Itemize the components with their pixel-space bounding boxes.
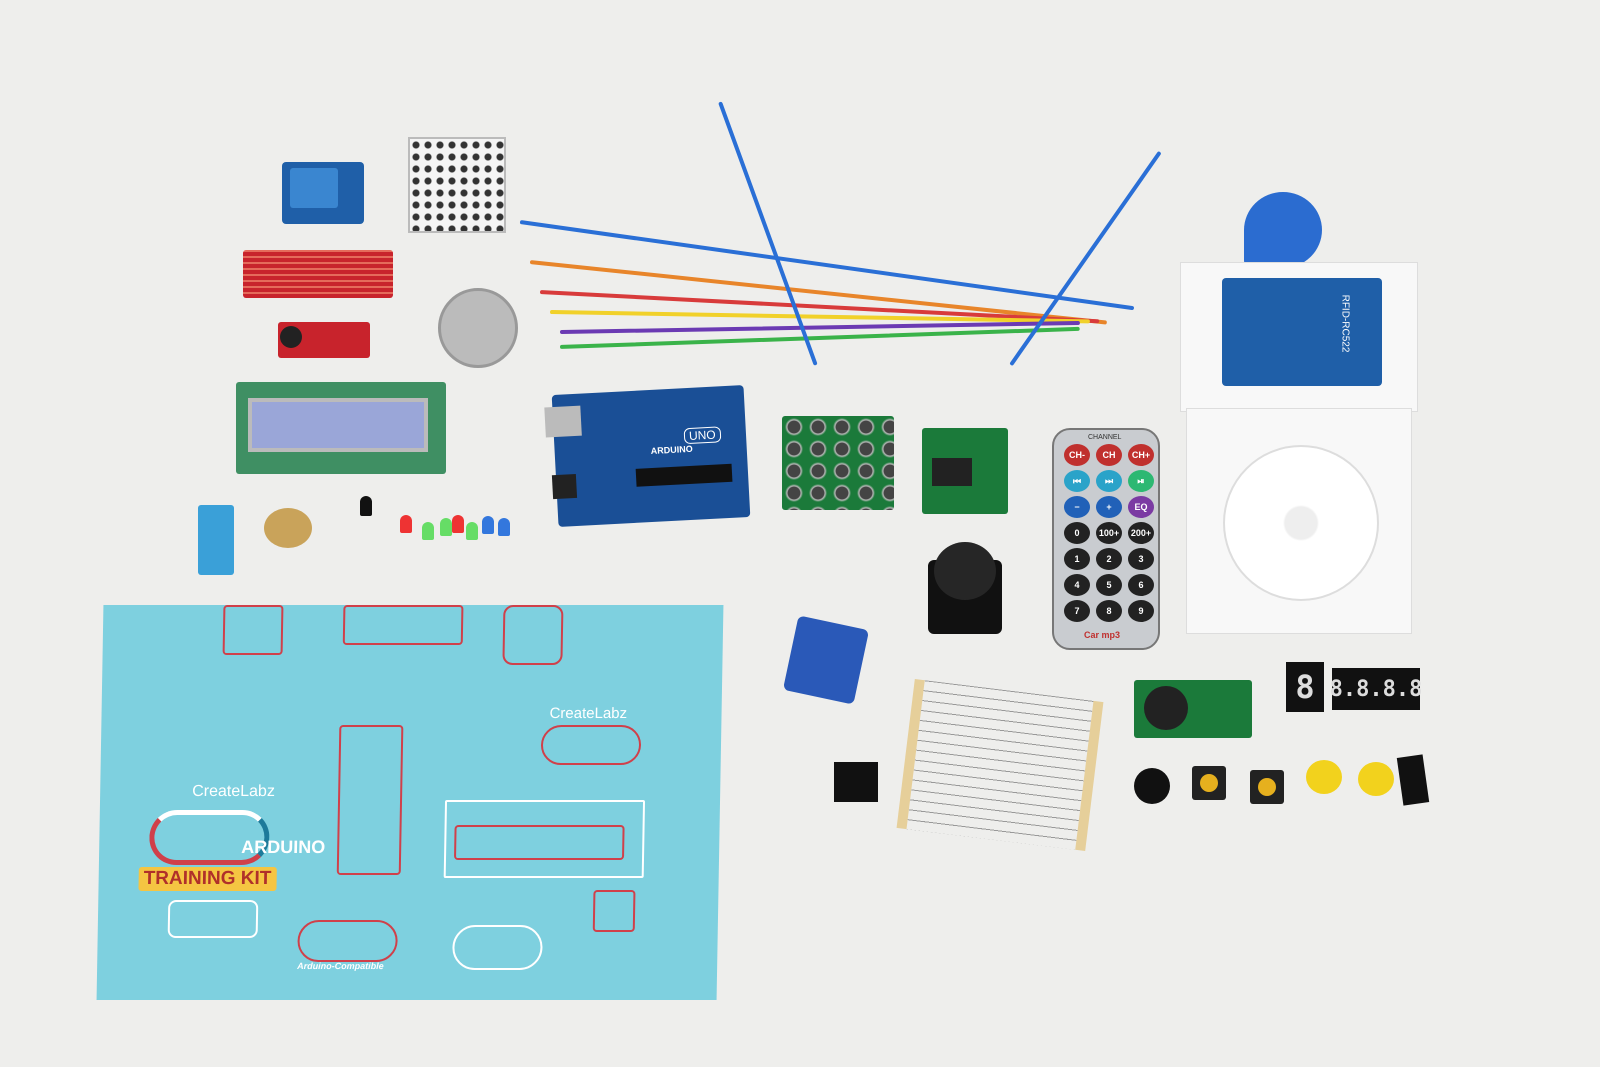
remote-button[interactable]: 6 [1128,574,1154,596]
remote-button[interactable]: CH+ [1128,444,1154,466]
remote-button[interactable]: 1 [1064,548,1090,570]
ir-remote: CHANNEL Car mp3 CH- CH CH+ ⏮ ⏭ ⏯ −+ EQ 0 100+ 200+… [1052,428,1160,650]
ir-receiver [360,496,372,516]
potentiometer [264,508,312,548]
remote-button[interactable]: 100+ [1096,522,1122,544]
remote-button[interactable]: 200+ [1128,522,1154,544]
relay-module [282,162,364,224]
remote-button[interactable]: CH- [1064,444,1090,466]
remote-button[interactable]: + [1096,496,1122,518]
rfid-label: RFID-RC522 [1339,294,1351,353]
rfid-module: RFID-RC522 [1222,278,1382,386]
remote-button[interactable]: ⏭ [1096,470,1122,492]
card-logo-text: ARDUINO [241,837,326,857]
push-button [1250,770,1284,804]
remote-button[interactable]: 5 [1096,574,1122,596]
led-matrix [408,137,506,233]
board-brand: ARDUINO [650,443,693,456]
rtc-module [1134,680,1252,738]
rfid-keyfob [1244,192,1322,268]
joystick-module [928,542,1002,634]
cd-sleeve [1186,408,1412,634]
buzzer [1134,768,1170,804]
seven-segment-single: 8 [1286,662,1324,712]
board-model: UNO [683,426,722,445]
lcd-module [236,382,446,474]
dht-sensor [198,505,234,575]
remote-button[interactable]: 7 [1064,600,1090,622]
remote-button[interactable]: 8 [1096,600,1122,622]
remote-button[interactable]: 3 [1128,548,1154,570]
remote-button[interactable]: EQ [1128,496,1154,518]
rgb-led-module [834,762,878,802]
remote-button[interactable]: 2 [1096,548,1122,570]
remote-button[interactable]: 0 [1064,522,1090,544]
remote-button[interactable]: 4 [1064,574,1090,596]
remote-button[interactable]: ⏯ [1128,470,1154,492]
arduino-uno-board: UNO ARDUINO [544,385,751,527]
card-footer: Arduino-Compatible [297,961,384,971]
water-sensor [243,250,393,298]
push-button [1192,766,1226,800]
ic-chip [1396,754,1430,806]
remote-header: CHANNEL [1088,434,1122,441]
stepper-motor [438,288,518,368]
card-brand-small: CreateLabz [549,705,628,722]
remote-button[interactable]: 9 [1128,600,1154,622]
seven-segment-quad: 8.8.8.8 [1330,668,1422,710]
button-cap [1306,760,1342,794]
remote-button[interactable]: ⏮ [1064,470,1090,492]
remote-brand: Car mp3 [1084,630,1121,640]
button-cap [1358,762,1394,796]
remote-button[interactable]: − [1064,496,1090,518]
training-kit-card: CreateLabz CreateLabz ARDUINO TRAINING K… [96,605,724,1000]
stepper-driver [922,428,1008,514]
card-kit-label: TRAINING KIT [138,867,277,891]
sound-sensor [278,322,370,358]
servo-motor [782,615,870,705]
resistor-strip [896,678,1104,852]
card-brand: CreateLabz [192,783,276,800]
remote-button[interactable]: CH [1096,444,1122,466]
button-keypad [782,416,894,510]
